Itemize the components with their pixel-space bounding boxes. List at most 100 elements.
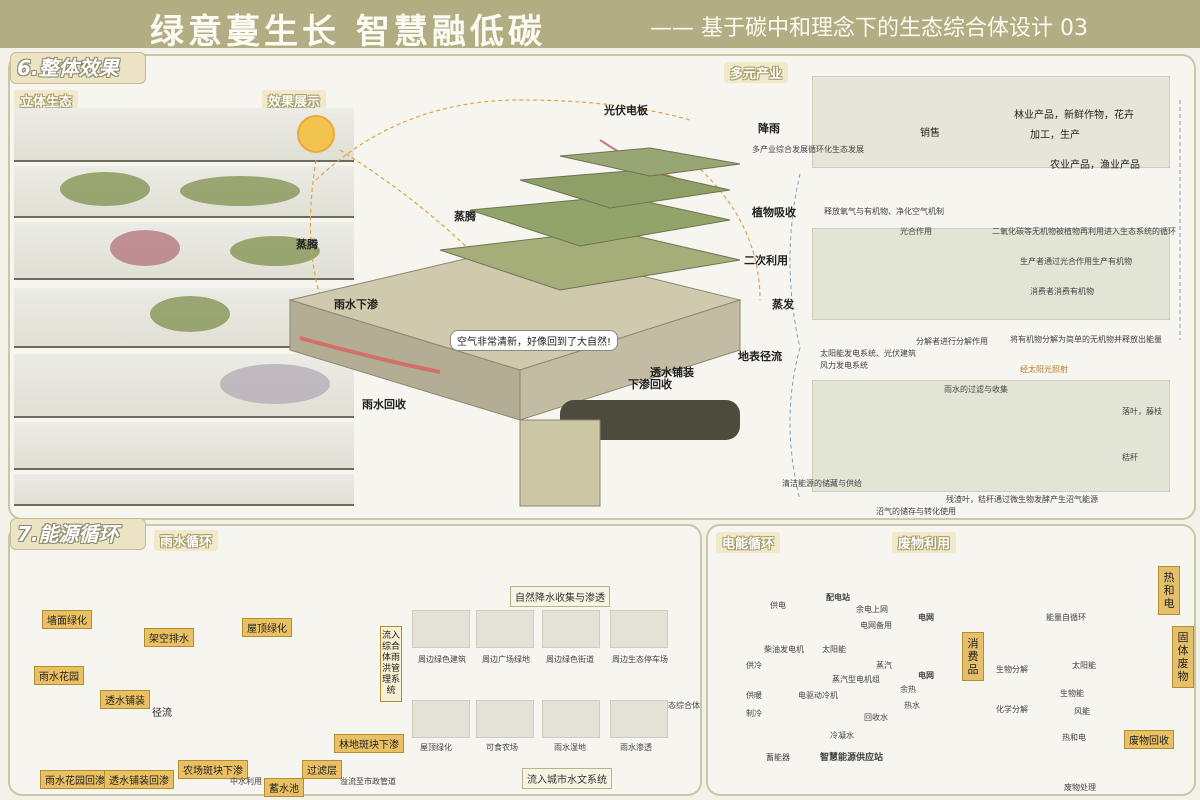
rain-label: 降雨 [758,122,780,135]
chem-label: 化学分解 [996,705,1028,714]
heat-power-tag: 热和电 [1158,566,1180,615]
heat-power-label-2: 热和电 [1062,733,1086,742]
cold-label: 供冷 [746,661,762,670]
speech-bubble: 空气非常清新，好像回到了大自然! [450,330,619,351]
header-banner: 绿意蔓生长 智慧融低碳 —— 基于碳中和理念下的生态综合体设计 03 [0,0,1200,52]
vertical-ecology-heading: 立体生态 [14,90,79,111]
natural-collect-box: 自然降水收集与渗透 [510,586,610,607]
cycle-note: 二氧化碳等无机物被植物再利用进入生态系统的循环 [992,227,1176,236]
permeable-back-tag: 透水铺装回渗 [104,770,174,789]
rain-recover-label: 雨水回收 [362,398,406,411]
flow-label-5: 屋顶绿化 [420,743,452,752]
tree-blob [220,364,330,404]
elec-chiller-label: 电驱动冷机 [798,691,838,700]
farm-back-tag: 农场斑块下渗 [178,760,248,779]
flow-label-6: 可食农场 [486,743,518,752]
flow-label-2: 周边广场绿地 [482,655,530,664]
cool-water-label: 冷凝水 [830,731,854,740]
rain-cycle-heading: 雨水循环 [154,530,219,551]
storage-label: 蓄能器 [766,753,790,762]
sales-label: 销售 [920,128,940,139]
photosyn-note: 光合作用 [900,227,932,236]
wind-note: 风力发电系统 [820,361,868,370]
municipal-label: 溢流至市政管道 [340,777,396,786]
tree-blob [110,230,180,266]
poster-title: 绿意蔓生长 智慧融低碳 [150,12,546,52]
flow-label-7: 雨水湿地 [554,743,586,752]
permeable-label: 透水铺装 [650,366,694,379]
waste-treat-label: 废物处理 [1064,783,1096,792]
poster-subtitle: —— 基于碳中和理念下的生态综合体设计 03 [650,16,1088,41]
supply-label: 供电 [770,601,786,610]
section7-energy-panel [706,524,1196,796]
section7-rain-panel [8,524,702,796]
permeable-tag: 透水铺装 [100,690,150,709]
runoff-label: 地表径流 [738,350,782,363]
section-sketch-7 [14,474,354,506]
consumer-note: 消费者消费有机物 [1030,287,1094,296]
section6-title: 6.整体效果 [10,52,146,84]
mid-use-label: 中水利用 [230,777,262,786]
industry-section-1 [812,76,1170,168]
solar-pv-note: 太阳能发电系统、光伏建筑 [820,349,916,358]
power-cycle-heading: 电能循环 [716,532,781,553]
smart-station-label: 智慧能源供应站 [820,753,884,763]
facade-green-tag: 墙面绿化 [42,610,92,629]
section-sketch-6 [14,422,354,470]
biogas-note: 沼气的储存与转化使用 [876,507,956,516]
roof-green-tag: 屋顶绿化 [242,618,292,637]
grid-label-1: 电网 [918,613,934,622]
solid-waste-tag: 固体废物 [1172,626,1194,688]
consume-tag: 消费品 [962,632,984,681]
evap-label-2: 蒸腾 [296,238,318,251]
runoff-rain-label: 径流 [152,708,172,719]
solar-label: 太阳能 [822,645,846,654]
leaves-note: 落叶，藤枝 [1122,407,1162,416]
farm-label: 农业产品，渔业产品 [1050,160,1140,171]
industry-left-note: 多产业综合发展循环化生态发展 [752,145,864,154]
plant-absorb-label: 植物吸收 [752,206,796,219]
steam-label: 蒸汽 [876,661,892,670]
air-drain-tag: 架空排水 [144,628,194,647]
woods-back-tag: 林地斑块下渗 [334,734,404,753]
flow-sketch-4 [610,610,668,648]
reservoir-tag: 蓄水池 [264,778,304,797]
station-label: 配电站 [826,593,850,602]
tree-blob [60,172,150,206]
steam-gen-label: 蒸汽型电机组 [832,675,880,684]
decompose-note: 将有机物分解为简单的无机物并释放出能量 [1010,335,1162,344]
surplus-label: 余电上网 [856,605,888,614]
straw-note: 秸秆 [1122,453,1138,462]
tree-blob [180,176,300,206]
flow-sketch-3 [542,610,600,648]
overflow-tag: 过滤层 [302,760,342,779]
waste-heat-label: 余热 [900,685,916,694]
products-label: 林业产品，新鲜作物，花卉 [1014,110,1134,121]
flow-label-1: 周边绿色建筑 [418,655,466,664]
waste-recycle-tag: 废物回收 [1124,730,1174,749]
rain-seep-label: 雨水下渗 [334,298,378,311]
clean-energy-note: 清洁能源的储藏与供给 [782,479,862,488]
complex-label: 生态综合体 [660,701,700,710]
rain-garden-tag: 雨水花园 [34,666,84,685]
recycle-water-label: 回收水 [864,713,888,722]
flow-label-3: 周边绿色街道 [546,655,594,664]
tree-blob [230,236,320,266]
industry-section-3 [812,380,1170,492]
rain-garden-back-tag: 雨水花园回渗 [40,770,110,789]
flow-label-8: 雨水渗透 [620,743,652,752]
flow-label-4: 周边生态停车场 [612,655,668,664]
bio-label: 生物分解 [996,665,1028,674]
flow-sketch-7 [542,700,600,738]
biomass-label: 生物能 [1060,689,1084,698]
grid-label-2: 电网 [918,671,934,680]
grid-backup-label: 电网备用 [860,621,892,630]
waste-use-heading: 废物利用 [892,532,957,553]
cooling-label: 制冷 [746,709,762,718]
tree-blob [150,296,230,332]
flow-sketch-6 [476,700,534,738]
hot-water-label: 热水 [904,701,920,710]
section7-title: 7.能源循环 [10,518,146,550]
evap-label-1: 蒸腾 [454,210,476,223]
evaporate-label: 蒸发 [772,298,794,311]
